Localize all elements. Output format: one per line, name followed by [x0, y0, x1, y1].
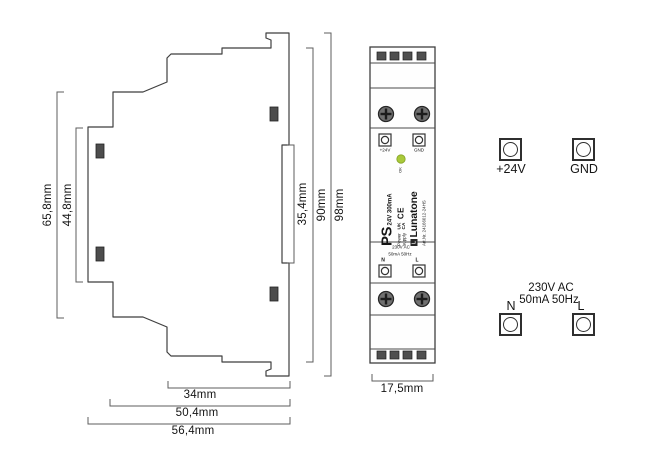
dim-label-34: 34mm	[183, 389, 217, 401]
dim-label-98: 98mm	[334, 188, 346, 222]
article-number: Art.Nr. 24166012-24HS	[421, 200, 427, 246]
module-input-voltage: 230V AC	[392, 244, 410, 250]
ce-mark-icon: CE	[397, 207, 406, 220]
wiring-input-voltage: 230V AC	[528, 282, 574, 294]
dim-label-50-4: 50,4mm	[175, 407, 219, 419]
vent-slots	[376, 51, 427, 360]
module-n-label: N	[381, 257, 385, 263]
module-terminal-icon	[378, 133, 426, 278]
wire-terminal-n-icon	[499, 313, 522, 336]
wire-terminal-gnd-icon	[572, 138, 595, 161]
side-view-outline	[87, 32, 290, 377]
wiring-gnd-label: GND	[570, 162, 598, 176]
screw-icon	[377, 105, 431, 308]
module-l-label: L	[415, 257, 419, 263]
module-input-current: 50mA 50Hz	[388, 251, 412, 257]
dimension-lines	[56, 32, 434, 425]
dim-label-56-4: 56,4mm	[171, 425, 215, 437]
front-view-outline	[369, 46, 436, 364]
dim-label-35-4: 35,4mm	[297, 182, 309, 226]
side-view-clip-marks	[95, 106, 279, 302]
status-led	[396, 154, 406, 164]
ukca-mark-icon: UK CA	[396, 222, 407, 230]
wiring-l-label: L	[577, 299, 585, 313]
module-led-ok-label: OK	[397, 167, 403, 173]
dim-label-90: 90mm	[316, 188, 328, 222]
module-plus24v-label: +24V	[379, 147, 391, 153]
wiring-input-current: 50mA 50Hz	[519, 294, 579, 306]
wiring-plus24v-label: +24V	[496, 162, 526, 176]
wire-terminal-l-icon	[572, 313, 595, 336]
product-rating: 24V 300mA	[386, 193, 393, 226]
dim-label-65-8: 65,8mm	[42, 183, 54, 227]
module-gnd-label: GND	[414, 147, 424, 153]
brand-name: Lunatone	[408, 191, 420, 238]
product-name: PS	[378, 226, 396, 246]
dim-label-44-8: 44,8mm	[62, 183, 74, 227]
wire-terminal-plus24v-icon	[499, 138, 522, 161]
wiring-n-label: N	[506, 299, 516, 313]
lunatone-logo-icon: L	[410, 239, 418, 246]
dim-label-17-5: 17,5mm	[380, 383, 424, 395]
front-view-section-lines	[370, 62, 435, 350]
module-product-label: PS 24V 300mA Power supply UK CA CE L Lun…	[378, 180, 432, 246]
